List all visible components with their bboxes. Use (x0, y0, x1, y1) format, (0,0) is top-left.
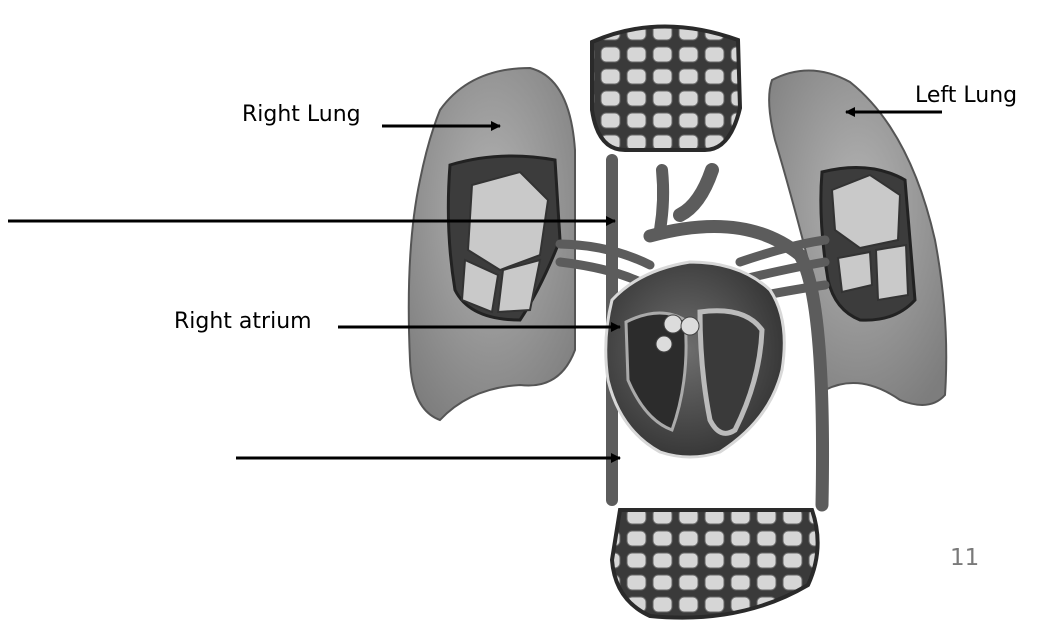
lower-capillary-bed (612, 510, 818, 618)
page-number: 11 (950, 545, 979, 571)
label-right-atrium: Right atrium (174, 311, 312, 333)
upper-capillary-bed (592, 26, 740, 150)
label-right-lung: Right Lung (242, 104, 361, 126)
left-lung (769, 70, 946, 404)
heart (606, 262, 785, 457)
right-lung (409, 68, 575, 420)
label-left-lung: Left Lung (915, 85, 1017, 107)
